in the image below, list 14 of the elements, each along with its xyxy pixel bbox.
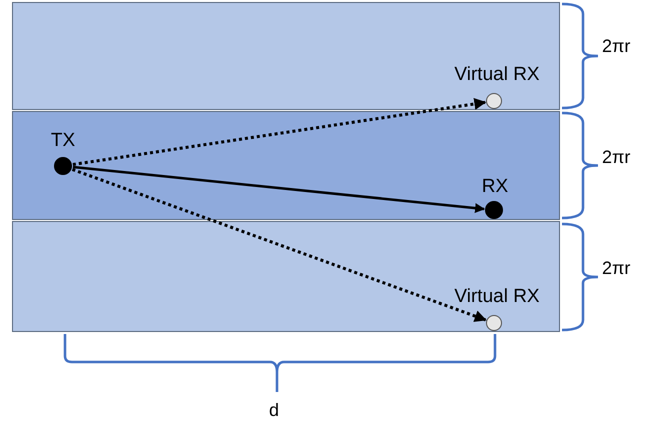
band-panel bbox=[12, 111, 560, 220]
band-panel bbox=[12, 221, 560, 332]
dimension-label: 2πr bbox=[602, 36, 630, 56]
arrow bbox=[72, 166, 486, 214]
point-label: RX bbox=[482, 176, 508, 198]
point-label: Virtual RX bbox=[454, 64, 540, 86]
dimension-label: d bbox=[269, 400, 280, 420]
dimension-label: 2πr bbox=[602, 258, 630, 278]
arrow bbox=[72, 98, 486, 166]
arrow bbox=[72, 168, 487, 322]
dimension-label: 2πr bbox=[602, 147, 630, 167]
point-label: TX bbox=[50, 130, 76, 152]
band-panel bbox=[12, 2, 560, 110]
point-label: Virtual RX bbox=[454, 286, 540, 308]
